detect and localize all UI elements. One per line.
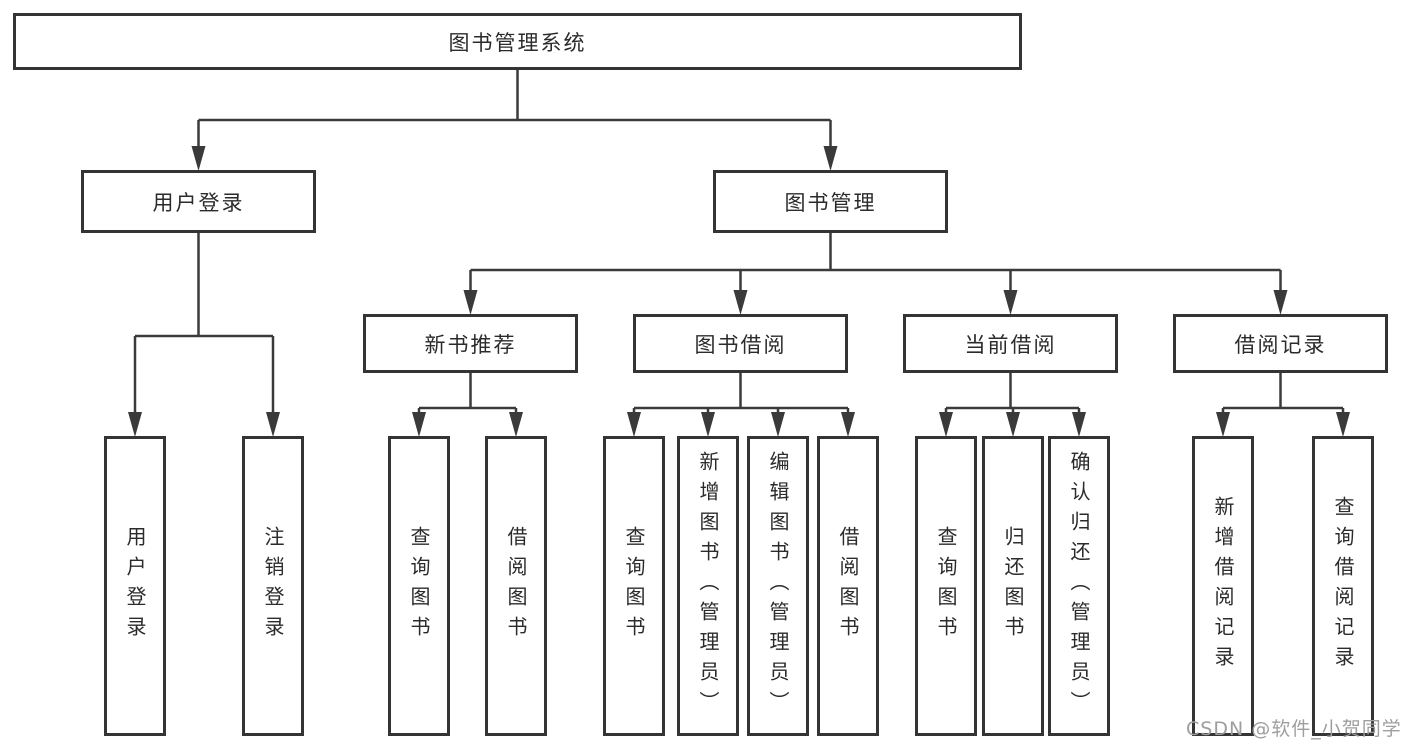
leaf-add-borrow-record: 新增借阅记录 [1192, 436, 1254, 736]
leaf-confirm-return-admin: 确认归还（管理员） [1048, 436, 1110, 736]
arrowheads [128, 146, 1350, 437]
edge-borrowrecord-to-leaves [1221, 373, 1345, 413]
leaf-query-book-b: 查询图书 [603, 436, 665, 736]
leaf-borrow-book-b: 借阅图书 [817, 436, 879, 736]
edge-root-to-level1 [197, 70, 832, 148]
edge-bookmgmt-to-level2 [469, 232, 1282, 291]
node-borrow-record: 借阅记录 [1173, 314, 1388, 373]
leaf-query-borrow-record: 查询借阅记录 [1312, 436, 1374, 736]
leaf-edit-book-admin: 编辑图书（管理员） [747, 436, 809, 736]
leaf-query-book-c: 查询图书 [915, 436, 977, 736]
node-user-login: 用户登录 [81, 170, 316, 233]
edge-newbookrec-to-leaves [417, 373, 518, 413]
node-current-borrow: 当前借阅 [903, 314, 1118, 373]
leaf-logout: 注销登录 [242, 436, 304, 736]
leaf-user-login: 用户登录 [104, 436, 166, 736]
edge-bookborrow-to-leaves [632, 373, 850, 413]
leaf-borrow-book-a: 借阅图书 [485, 436, 547, 736]
leaf-return-book: 归还图书 [982, 436, 1044, 736]
edge-currentborrow-to-leaves [944, 373, 1081, 413]
edge-userlogin-to-leaves [133, 233, 275, 413]
csdn-watermark: CSDN @软件_小贺同学 [1186, 718, 1402, 740]
node-new-book-rec: 新书推荐 [363, 314, 578, 373]
node-book-borrow: 图书借阅 [633, 314, 848, 373]
node-book-mgmt: 图书管理 [713, 170, 948, 233]
node-root: 图书管理系统 [13, 13, 1022, 70]
leaf-add-book-admin: 新增图书（管理员） [677, 436, 739, 736]
leaf-query-book-a: 查询图书 [388, 436, 450, 736]
